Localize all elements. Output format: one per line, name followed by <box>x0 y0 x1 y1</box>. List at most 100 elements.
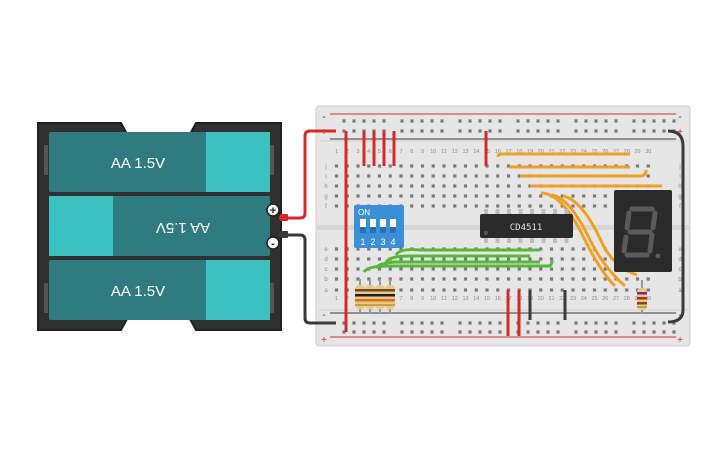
column-number: 10 <box>430 296 436 302</box>
battery-cell-label: AA 1.5V <box>111 155 165 172</box>
column-number: 10 <box>430 149 436 155</box>
row-letter: h <box>678 184 681 190</box>
battery-minus-wire[interactable] <box>279 233 336 325</box>
column-number: 1 <box>335 296 338 302</box>
dip-switch-number: 3 <box>380 237 385 247</box>
dip-switch-toggle-1[interactable] <box>360 219 366 233</box>
column-number: 30 <box>645 149 651 155</box>
battery-cell-2[interactable]: AA 1.5V <box>49 196 270 256</box>
row-letter: h <box>324 184 327 190</box>
column-number: 12 <box>452 149 458 155</box>
column-number: 28 <box>624 149 630 155</box>
input-wire-1[interactable] <box>394 248 540 256</box>
row-letter: b <box>324 277 328 283</box>
column-number: 9 <box>421 296 424 302</box>
row-letter: i <box>679 174 680 180</box>
segment-wire-5[interactable] <box>540 191 617 288</box>
column-number: 12 <box>452 296 458 302</box>
dip-switch[interactable]: ON 1 2 3 4 <box>354 205 404 248</box>
pull-down-resistor[interactable] <box>375 279 385 314</box>
column-number: 16 <box>495 296 501 302</box>
segment-wire-6[interactable] <box>551 193 626 288</box>
column-number: 9 <box>421 149 424 155</box>
plus-symbol: + <box>270 205 276 217</box>
column-number: 25 <box>591 296 597 302</box>
column-number: 14 <box>473 149 479 155</box>
column-number: 7 <box>399 149 402 155</box>
input-wire-4[interactable] <box>362 259 554 273</box>
battery-cell-3[interactable]: AA 1.5V <box>49 260 270 320</box>
rail-plus-label: + <box>677 335 683 346</box>
column-number: 13 <box>462 149 468 155</box>
row-letter: b <box>678 277 682 283</box>
battery-cell-1[interactable]: AA 1.5V <box>49 132 270 192</box>
column-number: 14 <box>473 296 479 302</box>
column-number: 29 <box>634 149 640 155</box>
row-letter: i <box>325 174 326 180</box>
dip-switch-number: 4 <box>390 237 395 247</box>
rail-plus-label: + <box>321 335 327 346</box>
right-rail-jumper[interactable] <box>667 129 685 324</box>
pull-down-resistor[interactable] <box>385 279 395 314</box>
column-number: 20 <box>538 149 544 155</box>
dip-switch-number: 1 <box>360 237 365 247</box>
dip-switch-number: 2 <box>370 237 375 247</box>
column-number: 28 <box>624 296 630 302</box>
rail-plus-label: + <box>677 127 683 138</box>
battery-cell-label: AA 1.5V <box>111 283 165 300</box>
rail-minus-label: - <box>678 112 681 123</box>
column-number: 11 <box>441 296 447 302</box>
battery-minus-terminal[interactable]: - <box>266 236 280 250</box>
row-letter: c <box>679 267 682 273</box>
column-number: 22 <box>559 149 565 155</box>
column-number: 7 <box>399 296 402 302</box>
column-number: 26 <box>602 296 608 302</box>
row-letter: d <box>678 257 681 263</box>
column-number: 8 <box>410 296 413 302</box>
column-number: 18 <box>516 149 522 155</box>
battery-plus-terminal[interactable]: + <box>266 203 280 217</box>
column-number: 24 <box>581 296 587 302</box>
dip-switch-toggle-2[interactable] <box>370 219 376 233</box>
column-number: 30 <box>645 296 651 302</box>
battery-plus-wire[interactable] <box>279 129 336 220</box>
dip-switch-toggle-4[interactable] <box>390 219 396 233</box>
row-letter: e <box>324 247 328 253</box>
column-number: 3 <box>356 149 359 155</box>
column-number: 13 <box>462 296 468 302</box>
pull-down-resistor[interactable] <box>355 279 365 314</box>
column-number: 17 <box>505 149 511 155</box>
row-letter: j <box>324 164 326 170</box>
row-letter: a <box>678 288 682 294</box>
segment-wire-1[interactable] <box>496 152 630 158</box>
dip-switch-toggle-3[interactable] <box>380 219 386 233</box>
column-number: 26 <box>602 149 608 155</box>
row-letter: f <box>679 204 681 210</box>
row-letter: c <box>325 267 328 273</box>
column-number: 6 <box>389 149 392 155</box>
ic-label: CD4511 <box>510 223 543 233</box>
column-number: 27 <box>613 296 619 302</box>
battery-pack[interactable]: AA 1.5V AA 1.5V AA 1.5V + - <box>37 122 282 331</box>
row-letter: g <box>324 194 327 200</box>
row-letter: j <box>678 164 680 170</box>
column-number: 20 <box>538 296 544 302</box>
column-number: 22 <box>559 296 565 302</box>
column-number: 27 <box>613 149 619 155</box>
column-number: 16 <box>495 149 501 155</box>
display-resistor[interactable] <box>637 280 647 314</box>
input-wire-2[interactable] <box>384 254 530 263</box>
dip-on-label: ON <box>358 208 370 217</box>
pull-down-resistor[interactable] <box>365 279 375 314</box>
column-number: 8 <box>410 149 413 155</box>
resistor-bank[interactable] <box>355 279 395 314</box>
row-letter: f <box>325 204 327 210</box>
segment-wire-3[interactable] <box>520 169 648 178</box>
column-number: 5 <box>378 149 381 155</box>
column-number: 4 <box>367 149 370 155</box>
row-letter: d <box>324 257 327 263</box>
wires[interactable] <box>279 129 685 336</box>
cd4511-ic[interactable]: CD4511 <box>480 209 573 243</box>
seven-segment-display[interactable]: 8 <box>614 190 672 272</box>
